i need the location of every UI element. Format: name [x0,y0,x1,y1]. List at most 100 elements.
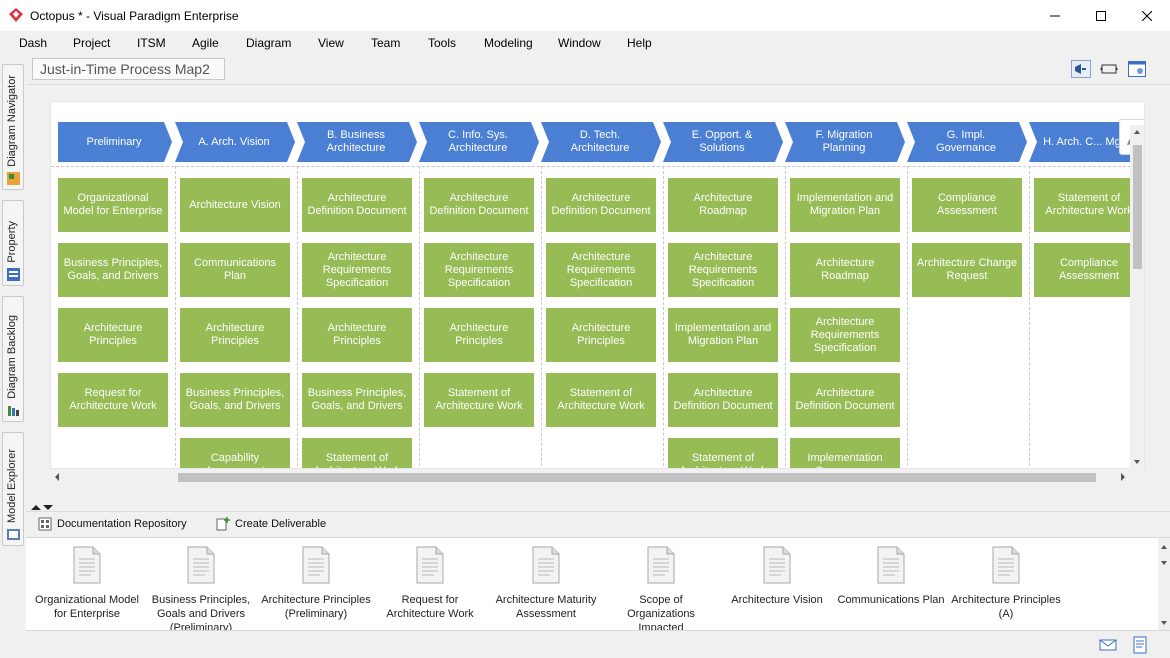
document-label: Architecture Principles (Preliminary) [261,594,371,620]
lane-divider [907,166,908,468]
deliverable-box[interactable]: Statement of Architecture Work [302,438,412,468]
menu-agile[interactable]: Agile [192,36,219,50]
lane-divider [785,166,786,468]
deliverable-box[interactable]: Statement of Architecture Work [424,373,534,427]
deliverable-box[interactable]: Architecture Definition Document [546,178,656,232]
tab-diagram-backlog[interactable]: Diagram Backlog [2,296,24,422]
vertical-scrollbar[interactable] [1130,125,1144,469]
deliverable-box[interactable]: Implementation Governance [790,438,900,468]
deliverable-box[interactable]: Architecture Definition Document [668,373,778,427]
phase-header[interactable]: G. Impl. Governance [907,122,1027,162]
breadcrumb-bar: Just-in-Time Process Map2 [26,56,1170,84]
repository-document[interactable]: Request for Architecture Work [373,546,487,621]
deliverable-box[interactable]: Architecture Requirements Specification [302,243,412,297]
horizontal-scrollbar[interactable] [50,469,1130,485]
phase-header[interactable]: A. Arch. Vision [175,122,295,162]
deliverable-box[interactable]: Request for Architecture Work [58,373,168,427]
deliverable-box[interactable]: Statement of Architecture Work [668,438,778,468]
scroll-left-icon [55,473,59,481]
menu-team[interactable]: Team [371,36,401,50]
process-map-canvas[interactable]: Preliminary A. Arch. Vision B. Business … [50,101,1145,469]
deliverable-box[interactable]: Architecture Requirements Specification [668,243,778,297]
document-label: Request for Architecture Work [386,594,474,620]
diagram-area: Preliminary A. Arch. Vision B. Business … [26,84,1170,502]
deliverable-box[interactable]: Statement of Architecture Work [1034,178,1144,232]
deliverable-box[interactable]: Architecture Vision [180,178,290,232]
documentation-repository-button[interactable]: Documentation Repository [38,517,187,531]
phase-header[interactable]: B. Business Architecture [297,122,417,162]
repository-document[interactable]: Architecture Maturity Assessment [489,546,603,621]
menu-window[interactable]: Window [558,36,601,50]
deliverable-box[interactable]: Architecture Definition Document [302,178,412,232]
repository-document[interactable]: Communications Plan [834,546,948,607]
menu-help[interactable]: Help [627,36,652,50]
fit-to-window-icon [1100,64,1118,74]
repository-document[interactable]: Architecture Principles (A) [949,546,1063,621]
repository-document[interactable]: Architecture Principles (Preliminary) [259,546,373,621]
menu-project[interactable]: Project [73,36,111,50]
breadcrumb[interactable]: Just-in-Time Process Map2 [32,58,225,80]
deliverable-box[interactable]: Architecture Roadmap [790,243,900,297]
tab-diagram-navigator[interactable]: Diagram Navigator [2,64,24,190]
phase-header[interactable]: C. Info. Sys. Architecture [419,122,539,162]
repository-document[interactable]: Architecture Vision [720,546,834,607]
menu-diagram[interactable]: Diagram [246,36,292,50]
diagram-settings-button[interactable] [1126,59,1148,79]
status-bar [0,632,1170,658]
deliverable-box[interactable]: Capability Assessment [180,438,290,468]
deliverable-box[interactable]: Compliance Assessment [1034,243,1144,297]
deliverable-box[interactable]: Architecture Principles [424,308,534,362]
announcement-button[interactable] [1070,59,1092,79]
deliverable-box[interactable]: Architecture Principles [58,308,168,362]
notes-icon[interactable] [1130,636,1150,654]
deliverable-box[interactable]: Business Principles, Goals, and Drivers [58,243,168,297]
deliverable-box[interactable]: Architecture Requirements Specification [424,243,534,297]
minimize-button[interactable] [1032,0,1078,31]
menu-view[interactable]: View [318,36,344,50]
deliverable-box[interactable]: Implementation and Migration Plan [668,308,778,362]
phase-header[interactable]: E. Opport. & Solutions [663,122,783,162]
create-deliverable-button[interactable]: Create Deliverable [216,517,326,531]
menu-modeling[interactable]: Modeling [484,36,533,50]
deliverable-box[interactable]: Business Principles, Goals, and Drivers [180,373,290,427]
tab-model-explorer[interactable]: Model Explorer [2,432,24,546]
deliverable-box[interactable]: Architecture Requirements Specification [546,243,656,297]
deliverable-box[interactable]: Architecture Definition Document [790,373,900,427]
phase-header[interactable]: Preliminary [58,122,172,162]
repository-scrollbar[interactable] [1158,538,1170,630]
document-label: Architecture Maturity Assessment [495,594,597,620]
deliverable-box[interactable]: Implementation and Migration Plan [790,178,900,232]
deliverable-box[interactable]: Organizational Model for Enterprise [58,178,168,232]
deliverable-box[interactable]: Architecture Principles [546,308,656,362]
deliverable-box[interactable]: Architecture Roadmap [668,178,778,232]
deliverable-box[interactable]: Architecture Change Request [912,243,1022,297]
menu-bar: Dash Project ITSM Agile Diagram View Tea… [0,32,1170,54]
deliverable-box[interactable]: Statement of Architecture Work [546,373,656,427]
maximize-button[interactable] [1078,0,1124,31]
menu-itsm[interactable]: ITSM [137,36,166,50]
splitter-toggle-icon[interactable] [29,502,57,512]
deliverable-box[interactable]: Architecture Principles [302,308,412,362]
lane-divider [297,166,298,468]
tab-property[interactable]: Property [2,200,24,286]
deliverable-box[interactable]: Architecture Definition Document [424,178,534,232]
phase-header[interactable]: F. Migration Planning [785,122,905,162]
fit-diagram-button[interactable] [1098,59,1120,79]
scroll-thumb[interactable] [1133,145,1142,269]
phase-header[interactable]: D. Tech. Architecture [541,122,661,162]
lane-divider [51,166,1144,167]
scroll-thumb[interactable] [178,473,1096,482]
deliverable-box[interactable]: Business Principles, Goals, and Drivers [302,373,412,427]
repository-document[interactable]: Business Principles, Goals and Drivers (… [144,546,258,631]
document-label: Business Principles, Goals and Drivers (… [151,594,251,631]
deliverable-box[interactable]: Architecture Principles [180,308,290,362]
menu-dash[interactable]: Dash [19,36,48,50]
menu-tools[interactable]: Tools [428,36,457,50]
repository-document[interactable]: Organizational Model for Enterprise [30,546,144,621]
deliverable-box[interactable]: Compliance Assessment [912,178,1022,232]
deliverable-box[interactable]: Architecture Requirements Specification [790,308,900,362]
close-button[interactable] [1124,0,1170,31]
deliverable-box[interactable]: Communications Plan [180,243,290,297]
repository-document[interactable]: Scope of Organizations Impacted [604,546,718,630]
mail-icon[interactable] [1098,636,1118,654]
